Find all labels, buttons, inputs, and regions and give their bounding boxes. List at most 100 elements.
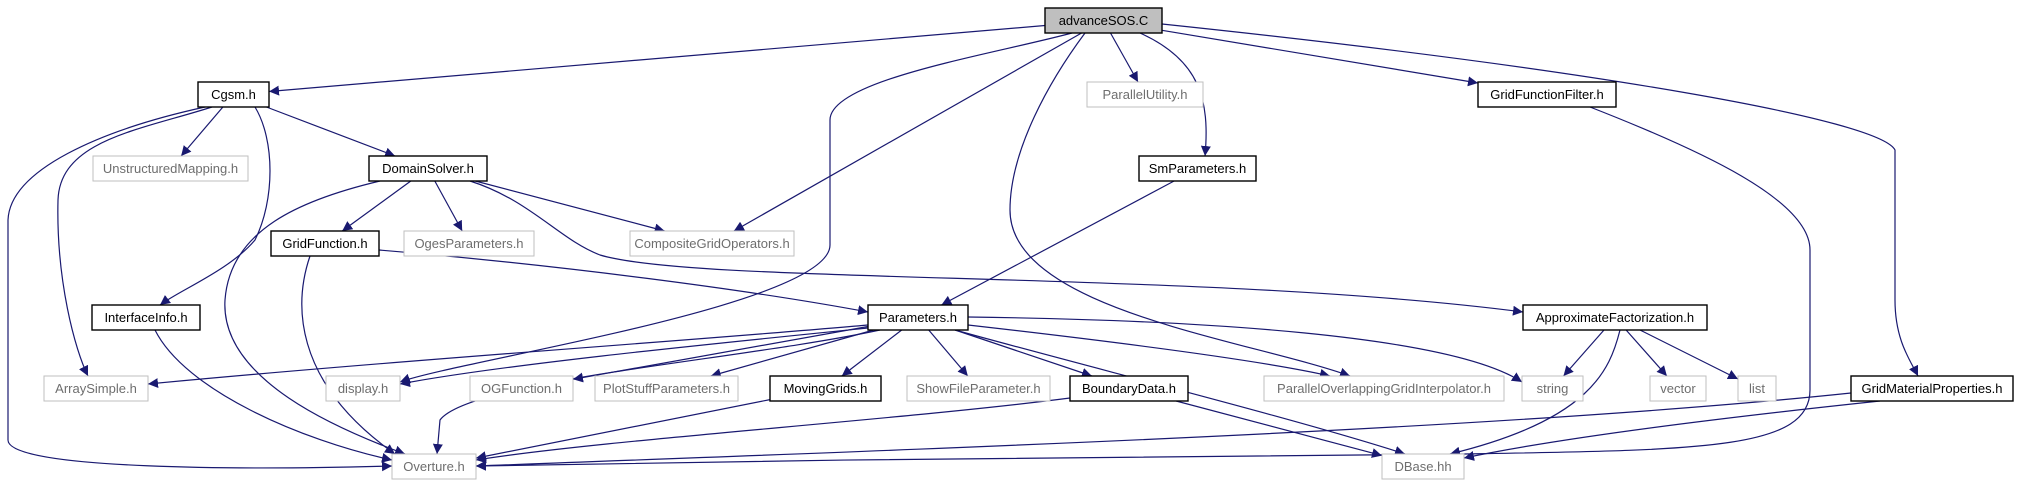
node-label-Parameters: Parameters.h [879, 310, 957, 325]
node-box-vector[interactable] [1649, 375, 1707, 402]
node-label-list: list [1749, 381, 1765, 396]
node-label-string: string [1537, 381, 1569, 396]
edge-Cgsm-to-Overture [7, 106, 393, 472]
node-Overture[interactable]: Overture.h [391, 453, 477, 480]
node-label-Cgsm: Cgsm.h [211, 87, 256, 102]
node-label-DomainSolver: DomainSolver.h [382, 161, 474, 176]
node-label-ParallelUtility: ParallelUtility.h [1102, 87, 1187, 102]
edge-Parameters-to-PlotStuffParameters [710, 329, 874, 379]
node-display[interactable]: display.h [325, 375, 401, 402]
node-box-list[interactable] [1737, 375, 1777, 402]
node-label-OgesParameters: OgesParameters.h [414, 236, 523, 251]
node-OgesParameters[interactable]: OgesParameters.h [403, 230, 535, 257]
node-box-SmParameters[interactable] [1138, 155, 1257, 182]
edge-GridFunctionFilter-to-Overture [475, 106, 1811, 471]
node-box-BoundaryData[interactable] [1069, 375, 1189, 402]
edge-Parameters-to-ParallelOverlappingGridInterpolator [967, 324, 1331, 379]
node-label-DBase: DBase.hh [1394, 459, 1451, 474]
node-box-GridMaterialProperties[interactable] [1850, 375, 2014, 402]
node-box-Cgsm[interactable] [197, 81, 270, 108]
edge-advanceSOS-to-Cgsm [268, 24, 1046, 96]
node-MovingGrids[interactable]: MovingGrids.h [769, 375, 882, 402]
node-Parameters[interactable]: Parameters.h [867, 304, 969, 331]
node-box-string[interactable] [1521, 375, 1584, 402]
node-label-advanceSOS: advanceSOS.C [1059, 13, 1149, 28]
node-box-display[interactable] [325, 375, 401, 402]
node-BoundaryData[interactable]: BoundaryData.h [1069, 375, 1189, 402]
node-box-OgesParameters[interactable] [403, 230, 535, 257]
node-box-InterfaceInfo[interactable] [91, 304, 201, 331]
edge-layer [7, 23, 1919, 472]
node-box-DBase[interactable] [1381, 453, 1465, 480]
node-GridFunctionFilter[interactable]: GridFunctionFilter.h [1477, 81, 1617, 108]
node-ApproximateFactorization[interactable]: ApproximateFactorization.h [1522, 304, 1708, 331]
node-ParallelUtility[interactable]: ParallelUtility.h [1086, 81, 1204, 108]
node-ParallelOverlappingGridInterpolator[interactable]: ParallelOverlappingGridInterpolator.h [1263, 375, 1505, 402]
node-InterfaceInfo[interactable]: InterfaceInfo.h [91, 304, 201, 331]
node-box-ParallelUtility[interactable] [1086, 81, 1204, 108]
node-label-ParallelOverlappingGridInterpolator: ParallelOverlappingGridInterpolator.h [1277, 381, 1491, 396]
node-box-ArraySimple[interactable] [43, 375, 149, 402]
node-label-PlotStuffParameters: PlotStuffParameters.h [603, 381, 730, 396]
node-ArraySimple[interactable]: ArraySimple.h [43, 375, 149, 402]
node-OGFunction[interactable]: OGFunction.h [469, 375, 574, 402]
edge-ApproximateFactorization-to-DBase [1449, 329, 1621, 457]
edge-advanceSOS-to-ParallelUtility [1109, 32, 1139, 83]
node-box-ParallelOverlappingGridInterpolator[interactable] [1263, 375, 1505, 402]
node-box-OGFunction[interactable] [469, 375, 574, 402]
edge-advanceSOS-to-GridFunctionFilter [1161, 29, 1479, 87]
node-box-CompositeGridOperators[interactable] [629, 230, 795, 257]
edge-Parameters-to-MovingGrids [841, 329, 903, 377]
node-label-OGFunction: OGFunction.h [481, 381, 562, 396]
edge-Parameters-to-BoundaryData [954, 329, 1093, 378]
node-label-vector: vector [1660, 381, 1696, 396]
node-PlotStuffParameters[interactable]: PlotStuffParameters.h [594, 375, 739, 402]
edge-advanceSOS-to-display [399, 32, 1073, 384]
edge-ApproximateFactorization-to-list [1639, 329, 1739, 380]
node-string[interactable]: string [1521, 375, 1584, 402]
node-Cgsm[interactable]: Cgsm.h [197, 81, 270, 108]
edge-Parameters-to-DBase [954, 329, 1406, 456]
node-label-BoundaryData: BoundaryData.h [1082, 381, 1176, 396]
node-label-InterfaceInfo: InterfaceInfo.h [104, 310, 187, 325]
node-ShowFileParameter[interactable]: ShowFileParameter.h [906, 375, 1051, 402]
node-box-Overture[interactable] [391, 453, 477, 480]
node-box-ApproximateFactorization[interactable] [1522, 304, 1708, 331]
edge-Parameters-to-ArraySimple [147, 324, 869, 389]
node-label-GridMaterialProperties: GridMaterialProperties.h [1862, 381, 2003, 396]
node-GridMaterialProperties[interactable]: GridMaterialProperties.h [1850, 375, 2014, 402]
node-vector[interactable]: vector [1649, 375, 1707, 402]
edge-ApproximateFactorization-to-string [1563, 329, 1605, 377]
node-label-ApproximateFactorization: ApproximateFactorization.h [1536, 310, 1694, 325]
edge-Parameters-to-string [967, 316, 1523, 383]
edge-Parameters-to-Overture [432, 329, 881, 455]
node-box-advanceSOS[interactable] [1044, 7, 1163, 34]
edge-SmParameters-to-Parameters [941, 180, 1175, 306]
node-box-GridFunctionFilter[interactable] [1477, 81, 1617, 108]
node-box-UnstructuredMapping[interactable] [92, 155, 249, 182]
edge-Cgsm-to-DomainSolver [266, 106, 396, 158]
edge-BoundaryData-to-DBase [1175, 400, 1383, 458]
node-label-display: display.h [338, 381, 388, 396]
node-label-CompositeGridOperators: CompositeGridOperators.h [634, 236, 789, 251]
edge-Parameters-to-display [399, 327, 869, 388]
node-box-GridFunction[interactable] [270, 230, 380, 257]
node-box-Parameters[interactable] [867, 304, 969, 331]
node-box-PlotStuffParameters[interactable] [594, 375, 739, 402]
node-UnstructuredMapping[interactable]: UnstructuredMapping.h [92, 155, 249, 182]
node-DBase[interactable]: DBase.hh [1381, 453, 1465, 480]
node-label-GridFunction: GridFunction.h [282, 236, 367, 251]
edge-advanceSOS-to-GridMaterialProperties [1161, 23, 1919, 377]
node-box-ShowFileParameter[interactable] [906, 375, 1051, 402]
node-list[interactable]: list [1737, 375, 1777, 402]
node-DomainSolver[interactable]: DomainSolver.h [368, 155, 488, 182]
node-box-DomainSolver[interactable] [368, 155, 488, 182]
node-CompositeGridOperators[interactable]: CompositeGridOperators.h [629, 230, 795, 257]
node-box-MovingGrids[interactable] [769, 375, 882, 402]
node-advanceSOS[interactable]: advanceSOS.C [1044, 7, 1163, 34]
node-GridFunction[interactable]: GridFunction.h [270, 230, 380, 257]
edge-GridMaterialProperties-to-DBase [1463, 400, 1881, 461]
edge-DomainSolver-to-OgesParameters [434, 180, 463, 232]
node-SmParameters[interactable]: SmParameters.h [1138, 155, 1257, 182]
